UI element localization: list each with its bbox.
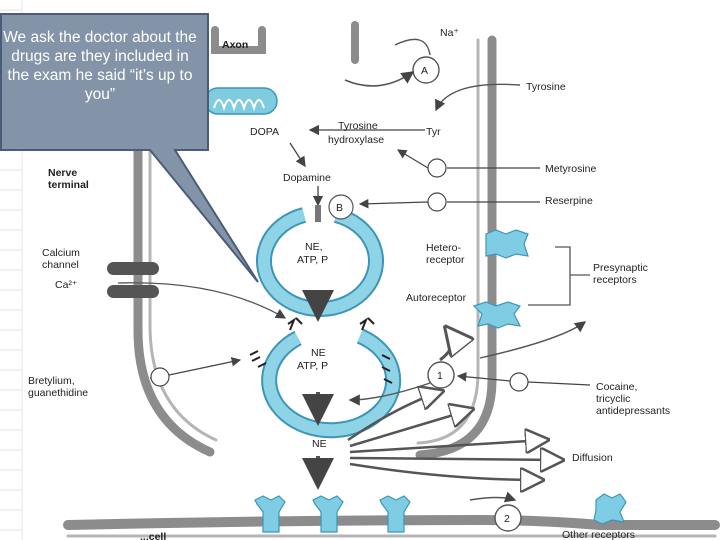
callout-bubble [0,13,259,283]
label-bottom-cell: ...cell [140,531,166,540]
label-two: 2 [504,513,510,525]
label-other-receptors: Other receptors [562,529,635,540]
label-ca: Ca²⁺ [55,279,78,291]
diagram-labels: Axon Na⁺ A Tyrosine DOPA Tyrosine hydrox… [28,27,670,540]
label-tyr: Tyr [426,126,441,138]
label-one: 1 [437,370,443,382]
transporter-a [344,38,521,112]
label-cocaine-2: tricyclic [596,393,630,405]
label-cocaine-3: antidepressants [596,405,670,417]
label-reserpine: Reserpine [545,195,593,207]
label-ne: NE [312,438,327,450]
label-bretylium-1: Bretylium, [28,375,75,387]
label-vesicle-lower-1: NE [311,347,326,359]
postsynaptic-receptors [254,493,627,533]
label-bretylium-2: guanethidine [28,387,88,399]
label-calcium-channel-2: channel [42,259,79,271]
transporter-2 [469,491,522,532]
label-cocaine-1: Cocaine, [596,381,637,393]
label-dopamine: Dopamine [283,172,331,184]
mitochondrion [204,87,278,115]
vesicle-lower [249,317,402,439]
label-dopa: DOPA [250,126,279,138]
label-metyrosine: Metyrosine [545,163,597,175]
label-axon: Axon [222,39,248,51]
label-nerve-terminal-2: terminal [48,179,89,191]
label-vesicle-upper-2: ATP, P [297,254,328,266]
label-nerve-terminal-1: Nerve [48,167,77,179]
label-vesicle-lower-2: ATP, P [297,360,328,372]
label-presynaptic-1: Presynaptic [593,262,648,274]
label-tyrosine-hydroxylase-1: Tyrosine [338,120,378,132]
presynaptic-bracket [528,246,590,306]
reuptake-transporter-1 [348,321,587,406]
ne-release-arrows [302,392,560,486]
calcium-channel [107,262,287,319]
label-na: Na⁺ [440,27,459,39]
label-presynaptic-2: receptors [593,274,637,286]
background-grid [0,0,23,540]
synthesis-arrows [289,124,425,207]
label-heteroreceptor-1: Hetero- [426,242,462,254]
presynaptic-receptors [472,229,529,329]
label-heteroreceptor-2: receptor [426,254,465,266]
label-diffusion: Diffusion [572,452,613,464]
label-autoreceptor: Autoreceptor [406,292,467,304]
postsynaptic-membrane [63,514,720,538]
label-b: B [336,202,343,214]
label-a: A [421,65,428,77]
callout-text: We ask the doctor about the drugs are th… [3,29,197,103]
label-tyrosine: Tyrosine [526,81,566,93]
label-tyrosine-hydroxylase-2: hydroxylase [328,134,384,146]
label-vesicle-upper-1: NE, [305,241,323,253]
inhibitor-lines [150,149,591,392]
label-calcium-channel-1: Calcium [42,247,80,259]
